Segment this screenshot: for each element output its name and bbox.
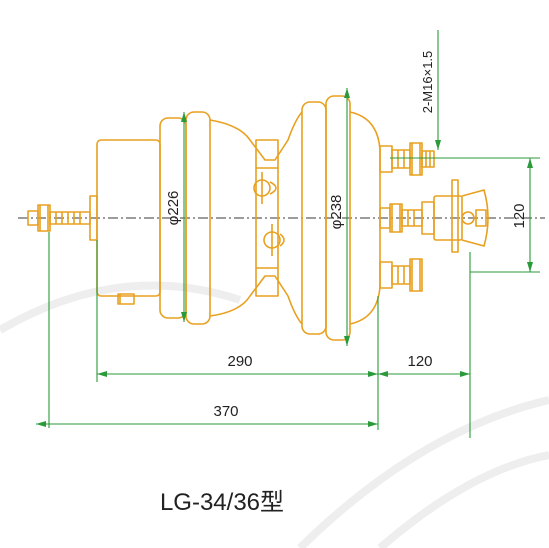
dim-label-body-length: 290: [227, 353, 252, 370]
dimension-lines: [36, 30, 540, 438]
middle-housing: [209, 111, 303, 325]
dim-label-rod-projection: 120: [407, 353, 432, 370]
dim-label-bolt-spacing: 120: [511, 203, 528, 228]
model-label: LG-34/36型: [160, 489, 284, 516]
dim-label-dia-238: φ238: [328, 195, 345, 230]
upper-mounting-bolt: [379, 142, 435, 176]
arrowheads: [36, 88, 533, 427]
brake-chamber: [27, 95, 489, 341]
push-rod-clevis: [379, 179, 489, 253]
dim-label-overall-length: 370: [213, 403, 238, 420]
spring-chamber: [96, 139, 161, 305]
dim-label-thread: 2-M16×1.5: [420, 51, 435, 114]
rear-clamp-band: [159, 111, 211, 325]
lower-mounting-bolt: [379, 258, 423, 292]
left-push-rod: [27, 195, 98, 241]
dim-label-dia-226: φ226: [165, 191, 182, 226]
front-clamp-band: [301, 95, 351, 341]
